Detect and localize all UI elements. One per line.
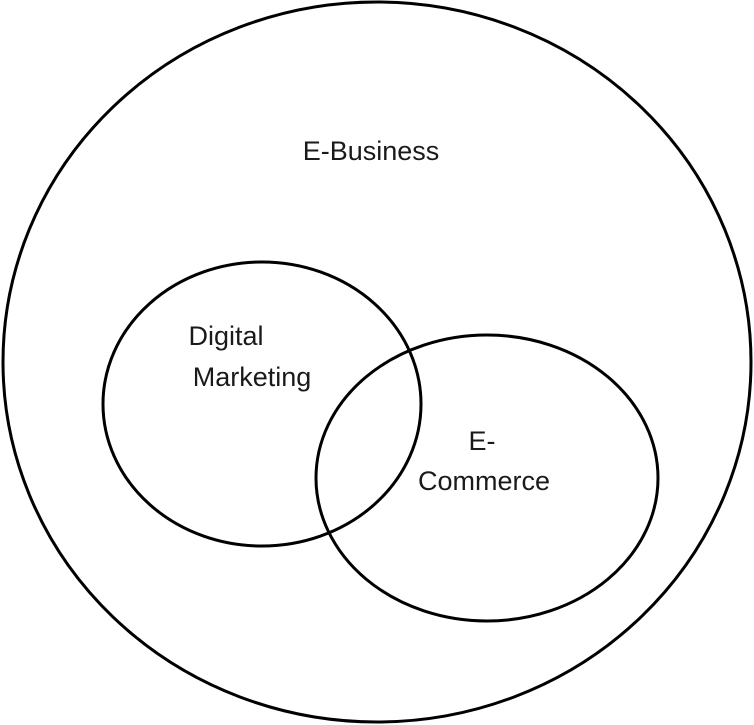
e-commerce-label-line1: E- bbox=[469, 426, 496, 456]
digital-marketing-region: Digital Marketing bbox=[101, 260, 423, 548]
digital-marketing-label-line1: Digital bbox=[188, 321, 263, 351]
e-commerce-circle bbox=[314, 333, 660, 623]
e-business-label: E-Business bbox=[303, 136, 440, 166]
digital-marketing-circle bbox=[101, 260, 423, 548]
e-commerce-label-line2: Commerce bbox=[418, 466, 550, 496]
digital-marketing-label-line2: Marketing bbox=[193, 362, 312, 392]
e-commerce-region: E- Commerce bbox=[314, 333, 660, 623]
